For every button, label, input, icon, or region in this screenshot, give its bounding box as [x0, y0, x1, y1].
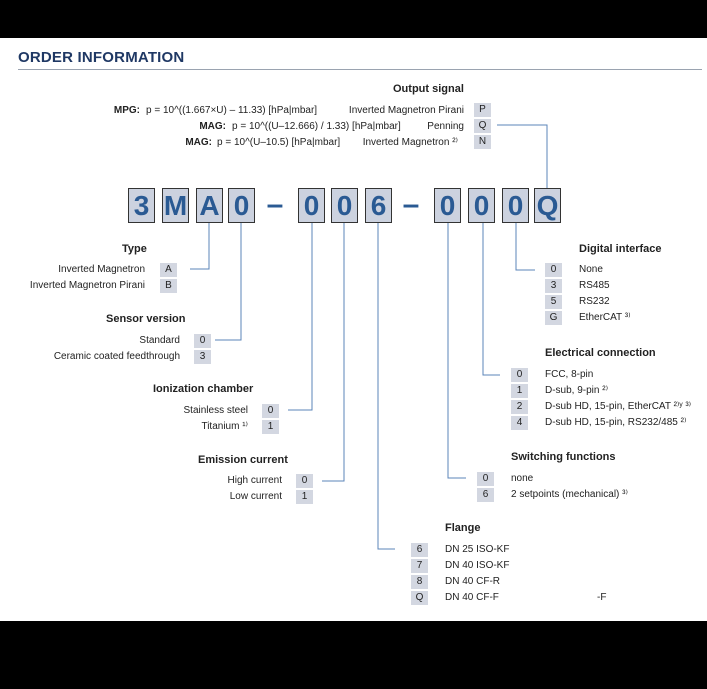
output-type-mag-penning: Penning [427, 121, 464, 132]
flange-label-q: DN 40 CF-F [445, 592, 499, 603]
electrical-connection-label-2: D-sub HD, 15-pin, EtherCAT ²⁾ʸ ³⁾ [545, 401, 692, 412]
emission-current-heading: Emission current [198, 454, 288, 466]
type-label-a: Inverted Magnetron [58, 264, 145, 275]
title-divider [18, 69, 702, 70]
output-device-mag-inverted: MAG: [185, 137, 212, 148]
electrical-connection-label-0: FCC, 8-pin [545, 369, 594, 380]
code-separator-2: – [402, 188, 420, 221]
code-char-3: A [196, 188, 223, 223]
flange-stray-text: -F [597, 592, 607, 603]
connector-lines [190, 124, 548, 550]
connector-sensor-version [215, 223, 242, 341]
emission-current-code-0: 0 [296, 474, 313, 488]
flange-code-7: 7 [411, 559, 428, 573]
output-type-mag-inverted: Inverted Magnetron ²⁾ [362, 137, 458, 148]
switching-functions-label-0: none [511, 473, 534, 484]
flange-label-7: DN 40 ISO-KF [445, 560, 510, 571]
digital-interface-label-0: None [579, 264, 603, 275]
switching-functions-heading: Switching functions [511, 451, 616, 463]
digital-interface-code-g: G [545, 311, 562, 325]
code-char-5: 0 [298, 188, 325, 223]
sensor-version-label-0: Standard [139, 335, 180, 346]
electrical-connection-code-0: 0 [511, 368, 528, 382]
flange-code-8: 8 [411, 575, 428, 589]
code-separator-1: – [266, 188, 284, 221]
code-char-11: Q [534, 188, 561, 223]
order-information-sheet: ORDER INFORMATION Output signal MPG: p = [0, 38, 707, 621]
electrical-connection-code-4: 4 [511, 416, 528, 430]
page-title: ORDER INFORMATION [18, 49, 185, 66]
connector-electrical-connection [482, 223, 500, 376]
digital-interface-label-g: EtherCAT ³⁾ [579, 312, 631, 323]
code-char-8: 0 [434, 188, 461, 223]
sensor-version-code-3: 3 [194, 350, 211, 364]
type-label-b: Inverted Magnetron Pirani [29, 280, 145, 291]
emission-current-label-0: High current [227, 475, 282, 486]
flange-code-q: Q [411, 591, 428, 605]
output-code-p: P [474, 103, 491, 117]
digital-interface-label-5: RS232 [579, 296, 610, 307]
switching-functions-label-6: 2 setpoints (mechanical) ³⁾ [511, 489, 628, 500]
code-char-10: 0 [502, 188, 529, 223]
ionization-chamber-heading: Ionization chamber [153, 383, 254, 395]
connector-digital-interface [515, 223, 535, 271]
type-code-b: B [160, 279, 177, 293]
switching-functions-code-0: 0 [477, 472, 494, 486]
electrical-connection-code-1: 1 [511, 384, 528, 398]
digital-interface-code-3: 3 [545, 279, 562, 293]
sensor-version-code-0: 0 [194, 334, 211, 348]
flange-code-6: 6 [411, 543, 428, 557]
code-char-7: 6 [365, 188, 392, 223]
ionization-chamber-code-0: 0 [262, 404, 279, 418]
code-char-1: 3 [128, 188, 155, 223]
output-formula-mag-penning: p = 10^((U–12.666) / 1.33) [hPa|mbar] [232, 121, 401, 132]
flange-label-8: DN 40 CF-R [445, 576, 501, 587]
electrical-connection-heading: Electrical connection [545, 347, 656, 359]
sensor-version-label-3: Ceramic coated feedthrough [53, 351, 180, 362]
output-code-n: N [474, 135, 491, 149]
code-char-9: 0 [468, 188, 495, 223]
ionization-chamber-label-0: Stainless steel [183, 405, 248, 416]
digital-interface-code-5: 5 [545, 295, 562, 309]
emission-current-label-1: Low current [229, 491, 282, 502]
sensor-version-heading: Sensor version [106, 313, 186, 325]
connector-switching-functions [447, 223, 466, 479]
connector-type [190, 223, 210, 270]
output-device-mpg: MPG: [113, 105, 140, 116]
electrical-connection-label-1: D-sub, 9-pin ²⁾ [545, 385, 609, 396]
output-code-q: Q [474, 119, 491, 133]
output-device-mag-penning: MAG: [199, 121, 226, 132]
electrical-connection-label-4: D-sub HD, 15-pin, RS232/485 ²⁾ [545, 417, 687, 428]
connector-output-signal [497, 124, 548, 188]
output-formula-mag-inverted: p = 10^(U–10.5) [hPa|mbar] [217, 137, 341, 148]
output-formula-mpg: p = 10^((1.667×U) – 11.33) [hPa|mbar] [146, 105, 318, 116]
flange-label-6: DN 25 ISO-KF [445, 544, 510, 555]
digital-interface-heading: Digital interface [579, 243, 662, 255]
electrical-connection-code-2: 2 [511, 400, 528, 414]
code-char-6: 0 [331, 188, 358, 223]
connector-flange [377, 223, 395, 550]
output-type-mpg: Inverted Magnetron Pirani [348, 105, 464, 116]
type-code-a: A [160, 263, 177, 277]
output-signal-heading: Output signal [393, 83, 464, 95]
connector-emission-current [322, 223, 345, 482]
switching-functions-code-6: 6 [477, 488, 494, 502]
flange-heading: Flange [445, 522, 481, 534]
digital-interface-label-3: RS485 [579, 280, 610, 291]
connector-ionization-chamber [288, 223, 313, 411]
code-char-2: M [162, 188, 189, 223]
code-char-4: 0 [228, 188, 255, 223]
ionization-chamber-code-1: 1 [262, 420, 279, 434]
type-heading: Type [122, 243, 147, 255]
digital-interface-code-0: 0 [545, 263, 562, 277]
ionization-chamber-label-1: Titanium ¹⁾ [201, 421, 248, 432]
emission-current-code-1: 1 [296, 490, 313, 504]
